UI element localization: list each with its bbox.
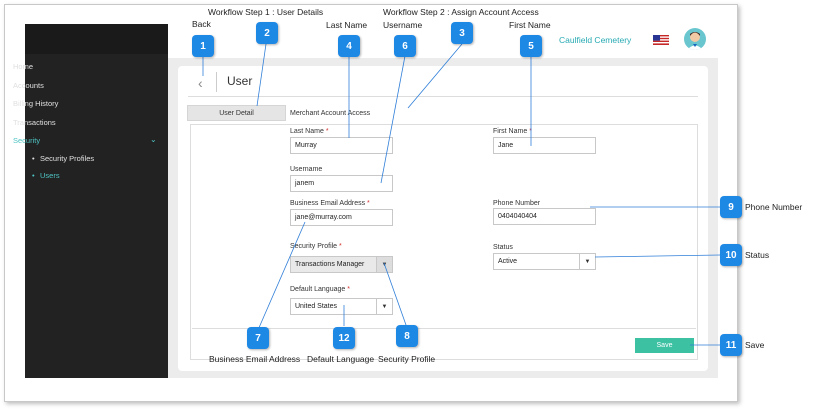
caret-down-icon: ▼ xyxy=(579,254,595,269)
sidebar xyxy=(25,24,168,378)
username-input[interactable]: janem xyxy=(290,175,393,192)
callout-7: 7 xyxy=(247,327,269,349)
sidebar-subitem-users[interactable]: Users xyxy=(32,171,59,180)
callout-5-label: First Name xyxy=(509,20,551,30)
callout-2-label: Workflow Step 1 : User Details xyxy=(208,7,324,17)
callout-4: 4 xyxy=(338,35,360,57)
sidebar-item-billing-history[interactable]: Billing History xyxy=(13,99,59,108)
callout-8-label: Security Profile xyxy=(378,354,436,364)
divider xyxy=(188,96,698,97)
email-label: Business Email Address * xyxy=(290,200,370,207)
sidebar-subitem-security-profiles[interactable]: Security Profiles xyxy=(32,154,94,163)
first-name-input[interactable]: Jane xyxy=(493,137,596,154)
callout-6-label: Username xyxy=(383,20,423,30)
callout-2: 2 xyxy=(256,22,278,44)
brand-logo: OpusPAY xyxy=(34,8,94,23)
default-language-select[interactable]: United States ▼ xyxy=(290,298,393,315)
phone-input[interactable]: 0404040404 xyxy=(493,208,596,225)
callout-9-label: Phone Number xyxy=(745,202,803,212)
last-name-input[interactable]: Murray xyxy=(290,137,393,154)
callout-1-label: Back xyxy=(192,19,211,29)
security-profile-label: Security Profile * xyxy=(290,243,342,250)
divider xyxy=(192,328,696,329)
status-select[interactable]: Active ▼ xyxy=(493,253,596,270)
status-label: Status xyxy=(493,244,513,251)
hamburger-menu-icon[interactable] xyxy=(120,10,134,20)
username-label: Username xyxy=(290,166,323,173)
back-chevron-icon[interactable]: ‹ xyxy=(198,75,203,91)
callout-5: 5 xyxy=(520,35,542,57)
us-flag-icon[interactable] xyxy=(653,35,669,45)
security-profile-value: Transactions Manager xyxy=(295,261,365,268)
sidebar-item-transactions[interactable]: Transactions xyxy=(13,118,56,127)
callout-11-label: Save xyxy=(745,340,765,350)
organization-name[interactable]: Caulfield Cemetery xyxy=(559,35,632,45)
sidebar-item-home[interactable]: Home xyxy=(13,62,34,71)
chevron-down-icon[interactable]: ⌄ xyxy=(150,135,157,144)
callout-10-label: Status xyxy=(745,250,770,260)
page-title: User xyxy=(227,74,253,88)
callout-12-label: Default Language xyxy=(307,354,375,364)
callout-7-label: Business Email Address xyxy=(209,354,301,364)
phone-label: Phone Number xyxy=(493,200,541,207)
default-language-label: Default Language * xyxy=(290,286,350,293)
callout-11: 11 xyxy=(720,334,742,356)
sidebar-item-accounts[interactable]: Accounts xyxy=(13,81,44,90)
save-button[interactable]: Save xyxy=(635,338,694,353)
brand-bar xyxy=(25,24,168,54)
security-profile-select[interactable]: Transactions Manager ▼ xyxy=(290,256,393,273)
user-form xyxy=(190,124,698,360)
callout-8: 8 xyxy=(396,325,418,347)
callout-4-label: Last Name xyxy=(326,20,368,30)
status-value: Active xyxy=(498,258,518,265)
callout-12: 12 xyxy=(333,327,355,349)
divider xyxy=(216,72,217,92)
callout-9: 9 xyxy=(720,196,742,218)
topbar xyxy=(168,24,718,58)
first-name-label: First Name * xyxy=(493,128,532,135)
sidebar-item-security[interactable]: Security xyxy=(13,136,41,145)
tab-merchant-account-access[interactable]: Merchant Account Access xyxy=(290,109,371,117)
caret-down-icon: ▼ xyxy=(376,257,392,272)
last-name-label: Last Name * xyxy=(290,128,329,135)
callout-6: 6 xyxy=(394,35,416,57)
tab-user-detail[interactable]: User Detail xyxy=(187,105,286,121)
callout-3: 3 xyxy=(451,22,473,44)
default-language-value: United States xyxy=(295,303,338,310)
callout-3-label: Workflow Step 2 : Assign Account Access xyxy=(383,7,539,17)
user-avatar-icon[interactable] xyxy=(684,28,706,50)
caret-down-icon: ▼ xyxy=(376,299,392,314)
callout-10: 10 xyxy=(720,244,742,266)
callout-1: 1 xyxy=(192,35,214,57)
email-input[interactable]: jane@murray.com xyxy=(290,209,393,226)
